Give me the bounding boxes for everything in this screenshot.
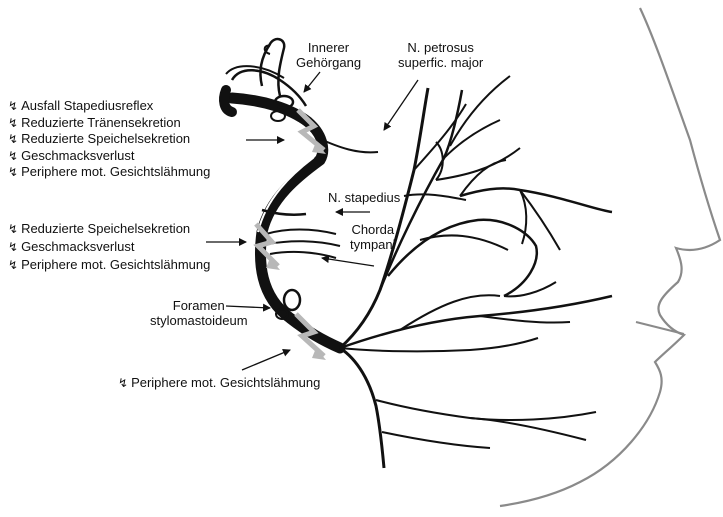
label-chorda-tympani: Chorda tympani bbox=[350, 222, 396, 252]
arrow-meatus bbox=[304, 72, 320, 92]
label-n-petrosus: N. petrosus superfic. major bbox=[398, 40, 483, 70]
label-line: Foramen bbox=[150, 298, 248, 313]
face-profile-outline bbox=[500, 8, 720, 506]
symptom-item: ↯Periphere mot. Gesichtslähmung bbox=[8, 256, 210, 274]
lightning-icon: ↯ bbox=[118, 376, 128, 390]
label-line: Gehörgang bbox=[296, 55, 361, 70]
symptom-item: ↯Periphere mot. Gesichtslähmung bbox=[8, 164, 210, 181]
symptom-item: ↯Geschmacksverlust bbox=[8, 238, 210, 256]
label-line: superfic. major bbox=[398, 55, 483, 70]
label-n-stapedius: N. stapedius bbox=[328, 190, 400, 205]
label-line: Innerer bbox=[296, 40, 361, 55]
lightning-icon: ↯ bbox=[8, 132, 18, 146]
label-line: N. petrosus bbox=[398, 40, 483, 55]
symptom-item: ↯Reduzierte Tränensekretion bbox=[8, 115, 210, 132]
lightning-icon: ↯ bbox=[8, 165, 18, 179]
face-mouth-line bbox=[636, 322, 684, 334]
symptom-item: ↯Periphere mot. Gesichtslähmung bbox=[118, 375, 320, 391]
arrow-petrosus bbox=[384, 80, 418, 130]
symptom-item: ↯Ausfall Stapediusreflex bbox=[8, 98, 210, 115]
arrow-chorda bbox=[322, 258, 374, 266]
lightning-icon: ↯ bbox=[8, 149, 18, 163]
lightning-icon: ↯ bbox=[8, 222, 18, 236]
lightning-icon: ↯ bbox=[8, 258, 18, 272]
label-line: Chorda bbox=[350, 222, 396, 237]
label-line: tympani bbox=[350, 237, 396, 252]
lightning-icon: ↯ bbox=[8, 116, 18, 130]
label-inner-ear-canal: Innerer Gehörgang bbox=[296, 40, 361, 70]
lightning-icon: ↯ bbox=[8, 99, 18, 113]
label-line: stylomastoideum bbox=[150, 313, 248, 328]
label-foramen-stylomastoideum: Foramen stylomastoideum bbox=[150, 298, 248, 328]
symptom-item: ↯Geschmacksverlust bbox=[8, 148, 210, 165]
lesion-list-level2: ↯Reduzierte Speichelsekretion ↯Geschmack… bbox=[8, 220, 210, 274]
symptom-item: ↯Reduzierte Speichelsekretion bbox=[8, 220, 210, 238]
arrow-level3 bbox=[242, 350, 290, 370]
facial-nerve-branches bbox=[340, 76, 612, 468]
lesion-list-level1: ↯Ausfall Stapediusreflex ↯Reduzierte Trä… bbox=[8, 98, 210, 181]
symptom-item: ↯Reduzierte Speichelsekretion bbox=[8, 131, 210, 148]
lesion-list-level3: ↯Periphere mot. Gesichtslähmung bbox=[118, 375, 320, 391]
lightning-icon: ↯ bbox=[8, 240, 18, 254]
